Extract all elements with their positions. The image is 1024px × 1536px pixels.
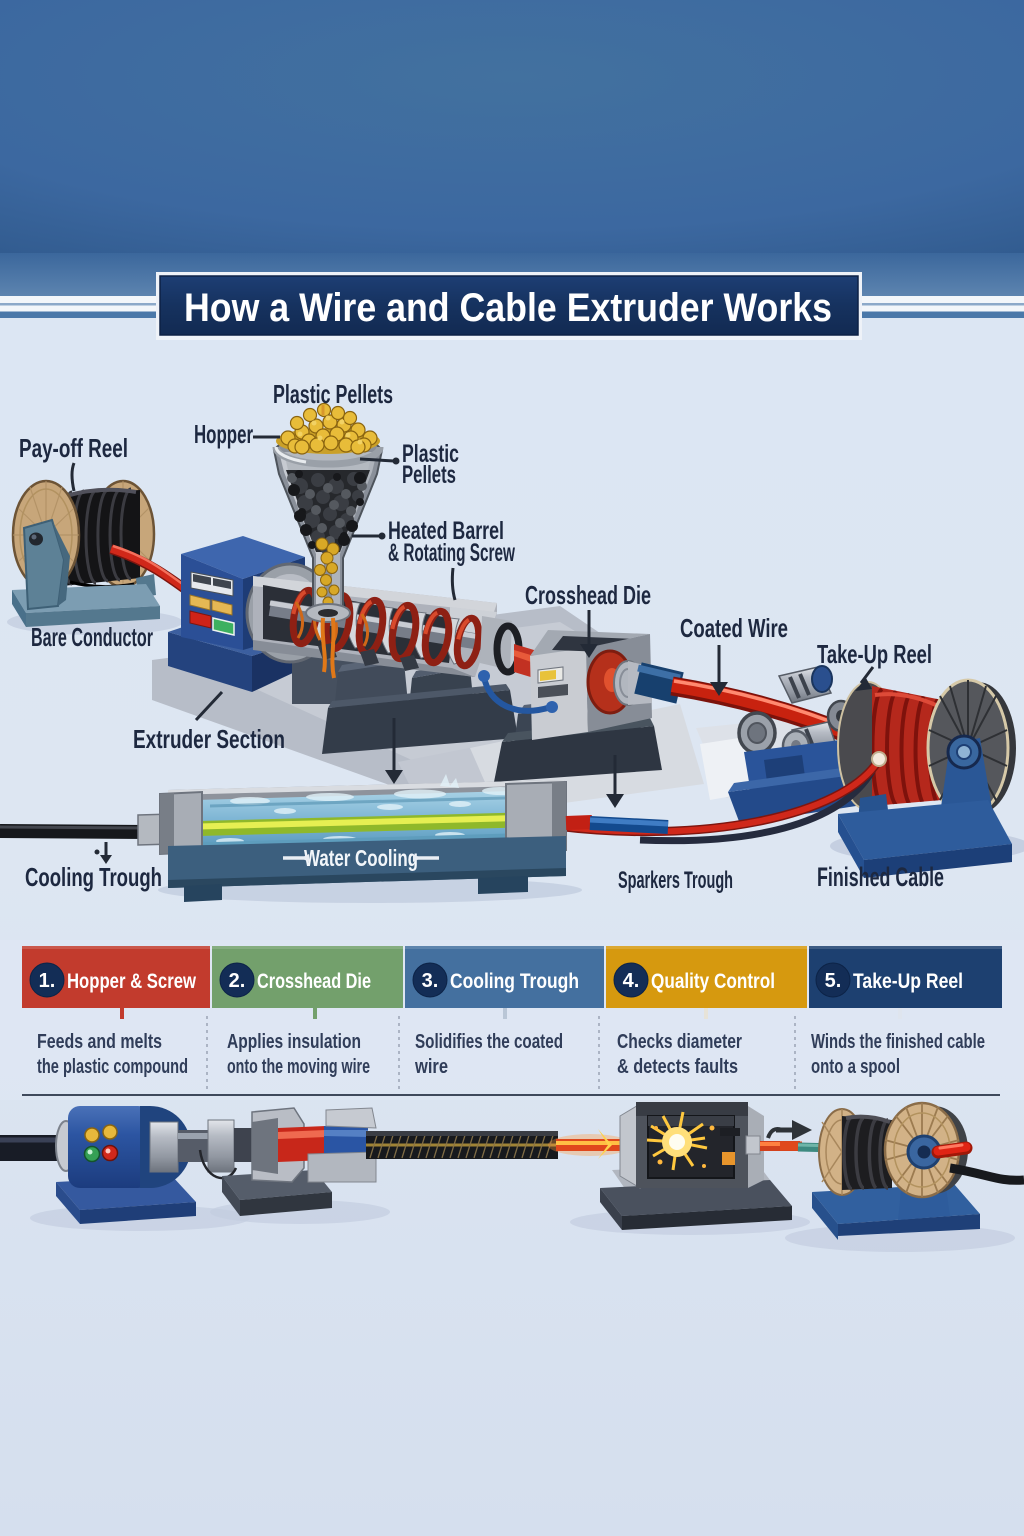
svg-text:Hopper: Hopper <box>194 419 253 449</box>
svg-text:& Rotating Screw: & Rotating Screw <box>388 539 515 567</box>
svg-text:Quality Control: Quality Control <box>651 970 775 993</box>
svg-text:Heated Barrel: Heated Barrel <box>388 517 504 545</box>
svg-text:Crosshead Die: Crosshead Die <box>525 580 651 610</box>
svg-text:Bare Conductor: Bare Conductor <box>31 622 153 652</box>
svg-text:Checks diameter: Checks diameter <box>617 1031 742 1053</box>
svg-text:4.: 4. <box>623 970 640 992</box>
svg-text:2.: 2. <box>229 970 246 992</box>
svg-text:Applies insulation: Applies insulation <box>227 1031 361 1053</box>
svg-text:onto the moving wire: onto the moving wire <box>227 1056 370 1078</box>
svg-text:Finished Cable: Finished Cable <box>817 862 944 892</box>
svg-text:the plastic compound: the plastic compound <box>37 1056 188 1078</box>
svg-text:Pellets: Pellets <box>402 461 456 489</box>
svg-text:Cooling Trough: Cooling Trough <box>25 862 162 892</box>
svg-text:onto a spool: onto a spool <box>811 1056 900 1078</box>
svg-text:Take-Up Reel: Take-Up Reel <box>817 639 932 669</box>
svg-text:Feeds and melts: Feeds and melts <box>37 1031 162 1053</box>
svg-text:3.: 3. <box>422 970 439 992</box>
svg-text:Cooling Trough: Cooling Trough <box>450 970 579 993</box>
svg-text:Coated Wire: Coated Wire <box>680 613 788 643</box>
svg-text:How a Wire and Cable Extruder: How a Wire and Cable Extruder Works <box>184 286 832 330</box>
svg-text:1.: 1. <box>39 970 56 992</box>
svg-text:Winds the finished cable: Winds the finished cable <box>811 1031 985 1053</box>
svg-text:Plastic: Plastic <box>402 440 459 468</box>
svg-text:Sparkers Trough: Sparkers Trough <box>618 867 733 894</box>
svg-text:& detects faults: & detects faults <box>617 1056 738 1078</box>
svg-text:Hopper & Screw: Hopper & Screw <box>67 970 197 993</box>
svg-text:Plastic Pellets: Plastic Pellets <box>273 379 393 409</box>
svg-text:Crosshead Die: Crosshead Die <box>257 970 371 993</box>
svg-text:Take-Up Reel: Take-Up Reel <box>853 970 963 993</box>
svg-text:5.: 5. <box>825 970 842 992</box>
svg-text:Solidifies the coated: Solidifies the coated <box>415 1031 563 1053</box>
svg-text:Extruder Section: Extruder Section <box>133 724 285 754</box>
svg-text:Pay-off Reel: Pay-off Reel <box>19 433 128 463</box>
svg-text:wire: wire <box>414 1056 448 1078</box>
svg-text:Water Cooling: Water Cooling <box>304 845 418 871</box>
